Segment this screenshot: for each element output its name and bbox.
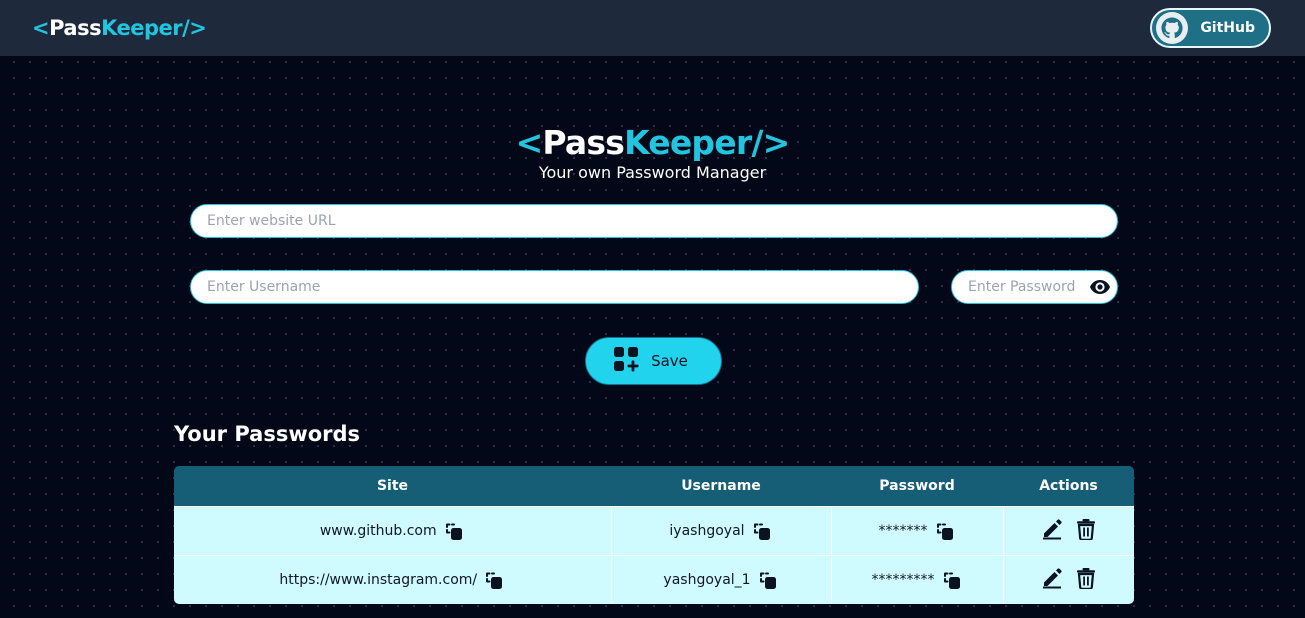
password-field xyxy=(951,270,1118,304)
copy-icon[interactable] xyxy=(483,570,505,592)
hero-title: <PassKeeper/> xyxy=(0,121,1305,165)
copy-icon[interactable] xyxy=(443,521,465,543)
username-cell: yashgoyal_1 xyxy=(610,555,832,604)
brand-open-bracket: < xyxy=(32,16,50,40)
passwords-title: Your Passwords xyxy=(174,422,361,446)
hero-open-bracket: < xyxy=(515,123,544,162)
brand-pass: Pass xyxy=(49,16,102,40)
github-icon xyxy=(1156,12,1189,44)
hero-close-bracket: /> xyxy=(751,123,790,162)
github-button[interactable]: GitHub xyxy=(1150,8,1271,48)
save-label: Save xyxy=(651,352,688,370)
password-text: ******* xyxy=(878,523,928,539)
brand-keeper: Keeper xyxy=(101,16,183,40)
hero-keeper: Keeper xyxy=(624,123,752,162)
trash-icon[interactable] xyxy=(1075,518,1097,540)
brand-close-bracket: /> xyxy=(182,16,207,40)
column-header-site: Site xyxy=(174,466,611,507)
site-cell: www.github.com xyxy=(174,506,612,556)
username-text: iyashgoyal xyxy=(669,523,745,539)
username-input[interactable] xyxy=(190,270,919,304)
column-header-username: Username xyxy=(611,466,831,507)
website-url-input[interactable] xyxy=(190,204,1118,238)
site-link[interactable]: www.github.com xyxy=(319,523,437,539)
table-row: www.github.com iyashgoyal xyxy=(174,506,1134,556)
add-grid-icon xyxy=(613,346,639,376)
username-text: yashgoyal_1 xyxy=(663,572,751,588)
hero-pass: Pass xyxy=(542,123,625,162)
table-header: Site Username Password Actions xyxy=(174,466,1134,507)
copy-icon[interactable] xyxy=(751,521,773,543)
site-link[interactable]: https://www.instagram.com/ xyxy=(279,572,478,588)
column-header-password: Password xyxy=(831,466,1003,507)
table-row: https://www.instagram.com/ yashgoyal_1 xyxy=(174,555,1134,604)
trash-icon[interactable] xyxy=(1075,567,1097,589)
site-cell: https://www.instagram.com/ xyxy=(174,555,612,604)
actions-cell xyxy=(1002,555,1134,604)
hero-subtitle: Your own Password Manager xyxy=(538,163,767,182)
password-cell: ******* xyxy=(830,506,1004,556)
password-text: ********* xyxy=(871,572,935,588)
copy-icon[interactable] xyxy=(941,570,963,592)
edit-icon[interactable] xyxy=(1041,518,1063,540)
column-header-actions: Actions xyxy=(1003,466,1134,507)
copy-icon[interactable] xyxy=(757,570,779,592)
save-button[interactable]: Save xyxy=(585,337,722,385)
github-label: GitHub xyxy=(1200,20,1255,36)
copy-icon[interactable] xyxy=(934,521,956,543)
actions-cell xyxy=(1002,506,1134,556)
edit-icon[interactable] xyxy=(1041,567,1063,589)
username-cell: iyashgoyal xyxy=(610,506,832,556)
eye-icon[interactable] xyxy=(1090,278,1110,296)
password-cell: ********* xyxy=(830,555,1004,604)
passwords-table: Site Username Password Actions www.githu… xyxy=(174,466,1134,604)
hero: <PassKeeper/> Your own Password Manager xyxy=(0,121,1305,183)
